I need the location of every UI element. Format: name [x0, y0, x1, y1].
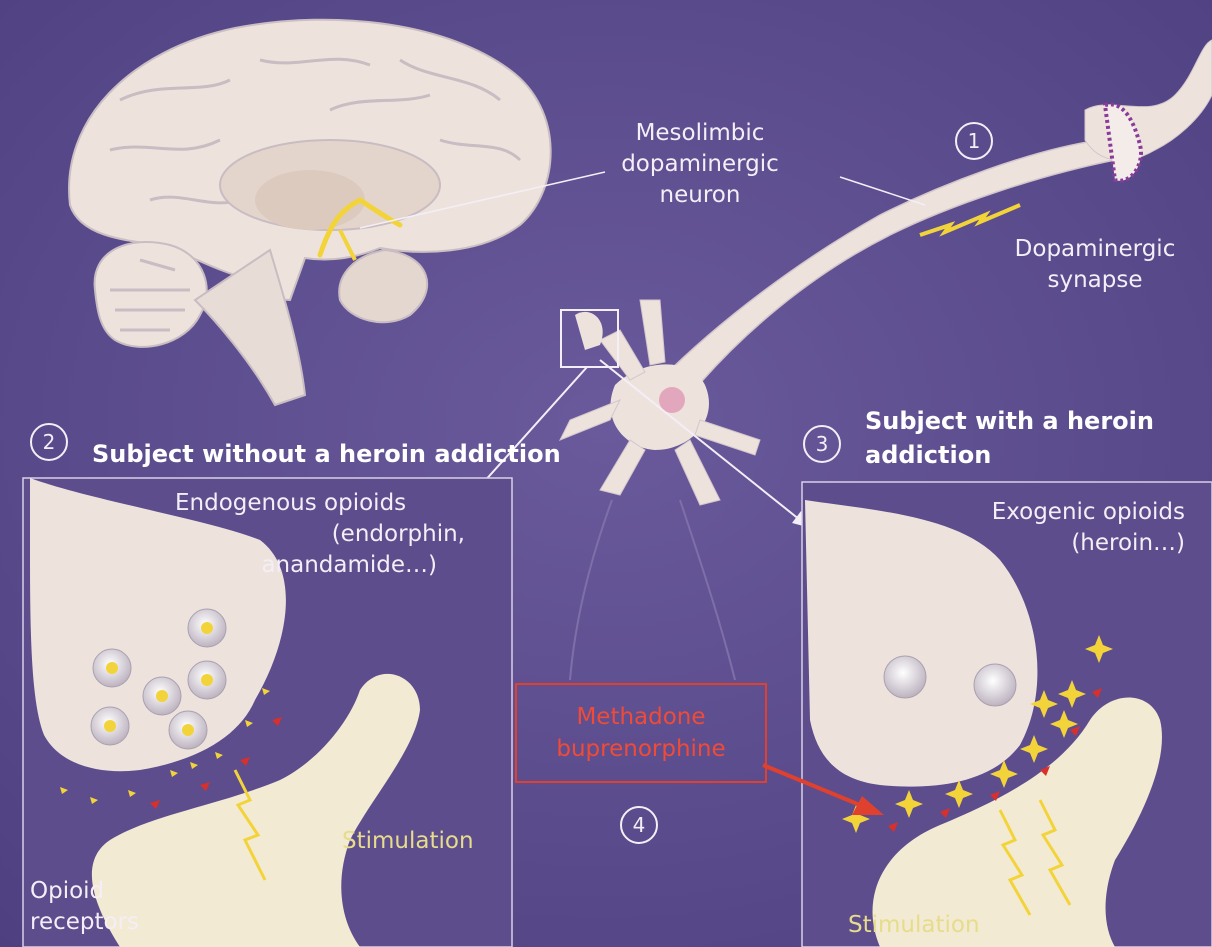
exogenic-line-2: (heroin…) [960, 528, 1185, 559]
endogenous-label: Endogenous opioids (endorphin, anandamid… [175, 488, 475, 581]
synapse-line-2: synapse [995, 265, 1195, 296]
with-addiction-line-1: Subject with a heroin [865, 404, 1154, 438]
step-number-1: 1 [955, 122, 993, 160]
treatment-line-1: Methadone [576, 701, 705, 733]
endogenous-line-2: (endorphin, [175, 519, 475, 550]
step-number-2: 2 [30, 423, 68, 461]
receptors-line-1: Opioid [30, 876, 139, 907]
stimulation-label-left: Stimulation [342, 826, 474, 857]
mesolimbic-line-3: neuron [600, 180, 800, 211]
with-addiction-title: Subject with a heroin addiction [865, 404, 1154, 472]
step-number-4: 4 [620, 806, 658, 844]
treatment-box: Methadone buprenorphine [515, 683, 767, 783]
treatment-line-2: buprenorphine [556, 733, 725, 765]
stimulation-label-right: Stimulation [848, 910, 980, 941]
receptors-line-2: receptors [30, 907, 139, 938]
step-number-3: 3 [803, 425, 841, 463]
endogenous-line-3: anandamide…) [175, 550, 475, 581]
exogenic-label: Exogenic opioids (heroin…) [960, 497, 1185, 559]
with-addiction-line-2: addiction [865, 438, 1154, 472]
dopaminergic-synapse-label: Dopaminergic synapse [995, 234, 1195, 296]
endogenous-line-1: Endogenous opioids [175, 488, 475, 519]
exogenic-line-1: Exogenic opioids [960, 497, 1185, 528]
without-addiction-title: Subject without a heroin addiction [92, 437, 561, 471]
opioid-receptors-label: Opioid receptors [30, 876, 139, 938]
synapse-line-1: Dopaminergic [995, 234, 1195, 265]
mesolimbic-label: Mesolimbic dopaminergic neuron [600, 118, 800, 211]
mesolimbic-line-1: Mesolimbic [600, 118, 800, 149]
mesolimbic-line-2: dopaminergic [600, 149, 800, 180]
